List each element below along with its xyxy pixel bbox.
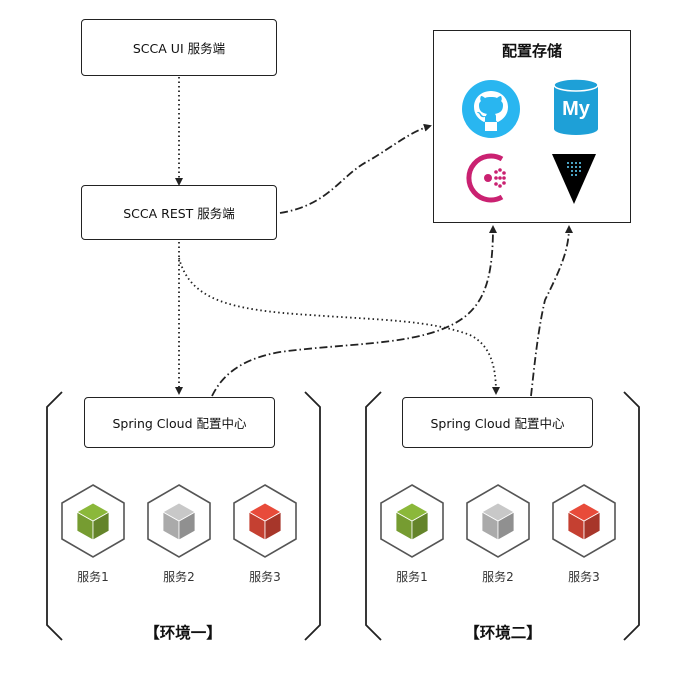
env2-service2-cube-icon: [466, 484, 530, 558]
env1-service2-label: 服务2: [163, 570, 195, 584]
env1-service1-label: 服务1: [77, 570, 109, 584]
env2-config-center-label: Spring Cloud 配置中心: [430, 416, 565, 431]
vault-icon: [552, 154, 596, 204]
mysql-icon: My: [553, 78, 599, 135]
env2-label: 【环境二】: [464, 624, 542, 642]
arrow-env2-to-store: [530, 225, 573, 397]
env2-service1-cube-icon: [380, 484, 444, 558]
scca-ui-server-label: SCCA UI 服务端: [132, 41, 226, 56]
env1-label: 【环境一】: [144, 624, 222, 642]
env2-service1-label: 服务1: [396, 570, 428, 584]
scca-ui-server-box: SCCA UI 服务端: [81, 19, 277, 76]
scca-rest-server-label: SCCA REST 服务端: [123, 206, 235, 221]
env1-service3-cube-icon: [233, 484, 297, 558]
scca-rest-server-box: SCCA REST 服务端: [81, 185, 277, 240]
arrow-rest-to-store: [279, 123, 432, 214]
env2-bracket-left: [365, 391, 382, 641]
env1-bracket-right: [304, 391, 321, 641]
mysql-icon-text: My: [562, 98, 591, 120]
env2-config-center-box: Spring Cloud 配置中心: [402, 397, 593, 448]
github-icon: [462, 80, 520, 138]
arrow-env1-to-store: [211, 225, 497, 397]
consul-icon: [466, 153, 506, 203]
env2-service3-label: 服务3: [568, 570, 600, 584]
env2-service3-cube-icon: [552, 484, 616, 558]
env1-service3-label: 服务3: [249, 570, 281, 584]
env2-service2-label: 服务2: [482, 570, 514, 584]
env1-service1-cube-icon: [61, 484, 125, 558]
env1-config-center-label: Spring Cloud 配置中心: [112, 416, 247, 431]
env1-service2-cube-icon: [147, 484, 211, 558]
env1-config-center-box: Spring Cloud 配置中心: [84, 397, 275, 448]
config-store-title: 配置存储: [501, 42, 562, 60]
env1-bracket-left: [46, 391, 63, 641]
env2-bracket-right: [623, 391, 640, 641]
